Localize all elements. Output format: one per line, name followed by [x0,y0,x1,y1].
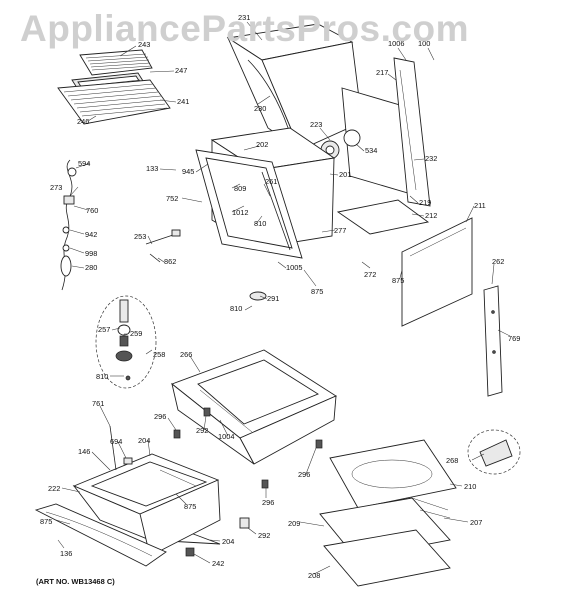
callout-100: 100 [418,39,430,48]
callout-594: 594 [78,159,90,168]
callout-268: 268 [446,456,458,465]
callout-207: 207 [470,518,482,527]
drawer-front-panel [34,503,167,567]
storage-drawer [72,453,221,557]
callout-769: 769 [508,334,520,343]
callout-862: 862 [164,257,176,266]
screw-296b [315,439,323,449]
front-frame [195,149,303,259]
callout-258: 258 [153,350,165,359]
callout-760: 760 [86,206,98,215]
screw-292a [203,407,211,417]
callout-1004: 1004 [218,432,234,441]
callout-277: 277 [334,226,346,235]
callout-204-b: 204 [222,537,234,546]
side-panel-right [401,217,473,327]
callout-1005: 1005 [286,263,302,272]
callout-292-a: 292 [196,426,208,435]
callout-875-b: 875 [392,276,404,285]
callout-292-b: 292 [258,531,270,540]
callout-210: 210 [464,482,476,491]
callout-211: 211 [474,201,486,210]
sensor-and-wires [60,159,77,291]
callout-810-c: 810 [96,372,108,381]
callout-243: 243 [138,40,150,49]
callout-223: 223 [310,120,322,129]
screw-242 [185,547,195,557]
screw-296c [261,479,269,489]
callout-231: 231 [238,13,250,22]
callout-296-a: 296 [154,412,166,421]
callout-296-c: 296 [262,498,274,507]
callout-201: 201 [339,170,351,179]
callout-694: 694 [110,437,122,446]
callout-209: 209 [288,519,300,528]
callout-253: 253 [134,232,146,241]
callout-212: 212 [425,211,437,220]
callout-230: 230 [254,104,266,113]
callout-241: 241 [177,97,189,106]
drawer-glide [109,425,133,471]
oven-bottom-panel [336,199,430,235]
callout-266: 266 [180,350,192,359]
art-number: (ART NO. WB13468 C) [36,577,115,586]
leader-lines [55,21,511,575]
callout-247: 247 [175,66,187,75]
bottom-panel-208 [323,529,451,587]
screw-296a [173,429,181,439]
drawer-support-frame [171,349,337,465]
screw-292b [239,517,250,529]
callout-761: 761 [92,399,104,408]
callout-261: 261 [265,177,277,186]
callout-942: 942 [85,230,97,239]
callout-222: 222 [48,484,60,493]
callout-998: 998 [85,249,97,258]
oven-rack-upper [79,49,153,76]
oven-rack-lower [57,79,171,125]
callout-534: 534 [365,146,377,155]
callout-945: 945 [182,167,194,176]
callout-257: 257 [98,325,110,334]
igniter-assembly [95,295,157,389]
bottom-panel-210 [329,439,457,509]
callout-133: 133 [146,164,158,173]
callout-810-a: 810 [254,219,266,228]
callout-1006: 1006 [388,39,404,48]
callout-217: 217 [376,68,388,77]
rear-panel [320,87,419,197]
callout-232: 232 [425,154,437,163]
callout-204-a: 204 [138,436,150,445]
callout-262: 262 [492,257,504,266]
callout-202: 202 [256,140,268,149]
side-panel-upper [393,57,431,207]
callout-labels: 231 1006 100 243 247 241 246 230 217 223… [40,13,520,580]
watermark: AppliancePartsPros.com [20,8,469,49]
callout-752: 752 [166,194,178,203]
callout-146: 146 [78,447,90,456]
callout-219: 219 [419,198,431,207]
callout-810-b: 810 [230,304,242,313]
probe-receptacle-291 [249,291,267,301]
callout-273: 273 [50,183,62,192]
callout-246: 246 [77,117,89,126]
callout-136: 136 [60,549,72,558]
callout-1012: 1012 [232,208,248,217]
callout-875-c: 875 [184,502,196,511]
side-trim-strip [483,285,503,397]
bracket-268 [467,429,521,475]
callout-291: 291 [267,294,279,303]
callout-280: 280 [85,263,97,272]
callout-272: 272 [364,270,376,279]
callout-875-d: 875 [40,517,52,526]
callout-875-a: 875 [311,287,323,296]
outer-wrapper [226,23,363,152]
callout-296-b: 296 [298,470,310,479]
callout-208: 208 [308,571,320,580]
callout-809: 809 [234,184,246,193]
callout-259: 259 [130,329,142,338]
callout-242: 242 [212,559,224,568]
